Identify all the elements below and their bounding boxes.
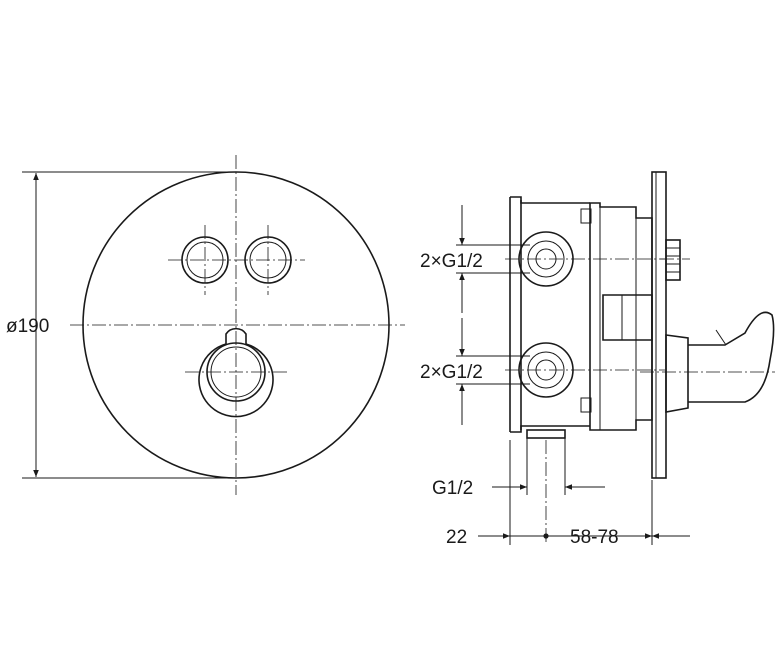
cover-plate-outline	[82, 171, 390, 479]
push-button-left-outer	[181, 236, 229, 284]
handle-keyhole-outline	[198, 327, 274, 418]
installation-depth-label: 58-78	[570, 527, 619, 548]
push-button-right-inner	[249, 241, 287, 279]
cover-plate-side	[651, 171, 667, 479]
frame-tab-bottom	[580, 397, 592, 413]
upper-inlet-mid	[527, 240, 565, 278]
frame-bottom-lip	[510, 425, 590, 433]
depth-center-dot	[543, 533, 549, 539]
handle-ring-outer	[206, 342, 266, 402]
lower-connection-label: 2×G1/2	[420, 362, 483, 383]
lower-inlet-outer	[518, 342, 574, 398]
frame-tab-top	[580, 208, 592, 224]
valve-body-outline	[589, 202, 653, 431]
frame-top-lip	[510, 196, 590, 204]
push-button-right-outer	[244, 236, 292, 284]
handle-ring-inner	[210, 346, 262, 398]
lower-inlet-mid	[527, 351, 565, 389]
cartridge-block	[602, 294, 653, 341]
handle-side-outline	[665, 334, 689, 413]
side-view: 2×G1/2 2×G1/2 G1/2 22 58-78	[420, 171, 775, 548]
diameter-label: ø190	[6, 316, 49, 337]
offset-label: 22	[446, 527, 467, 548]
outlet-thread-label: G1/2	[432, 478, 473, 499]
lower-inlet-inner	[535, 359, 557, 381]
push-button-side	[665, 239, 681, 281]
upper-inlet-outer	[518, 231, 574, 287]
handle-lever-side	[688, 311, 775, 403]
outlet-nipple	[526, 429, 566, 439]
handle-lever-pin	[715, 329, 727, 346]
upper-inlet-inner	[535, 248, 557, 270]
front-view: ø190	[6, 155, 405, 495]
upper-connection-label: 2×G1/2	[420, 251, 483, 272]
push-button-left-inner	[186, 241, 224, 279]
